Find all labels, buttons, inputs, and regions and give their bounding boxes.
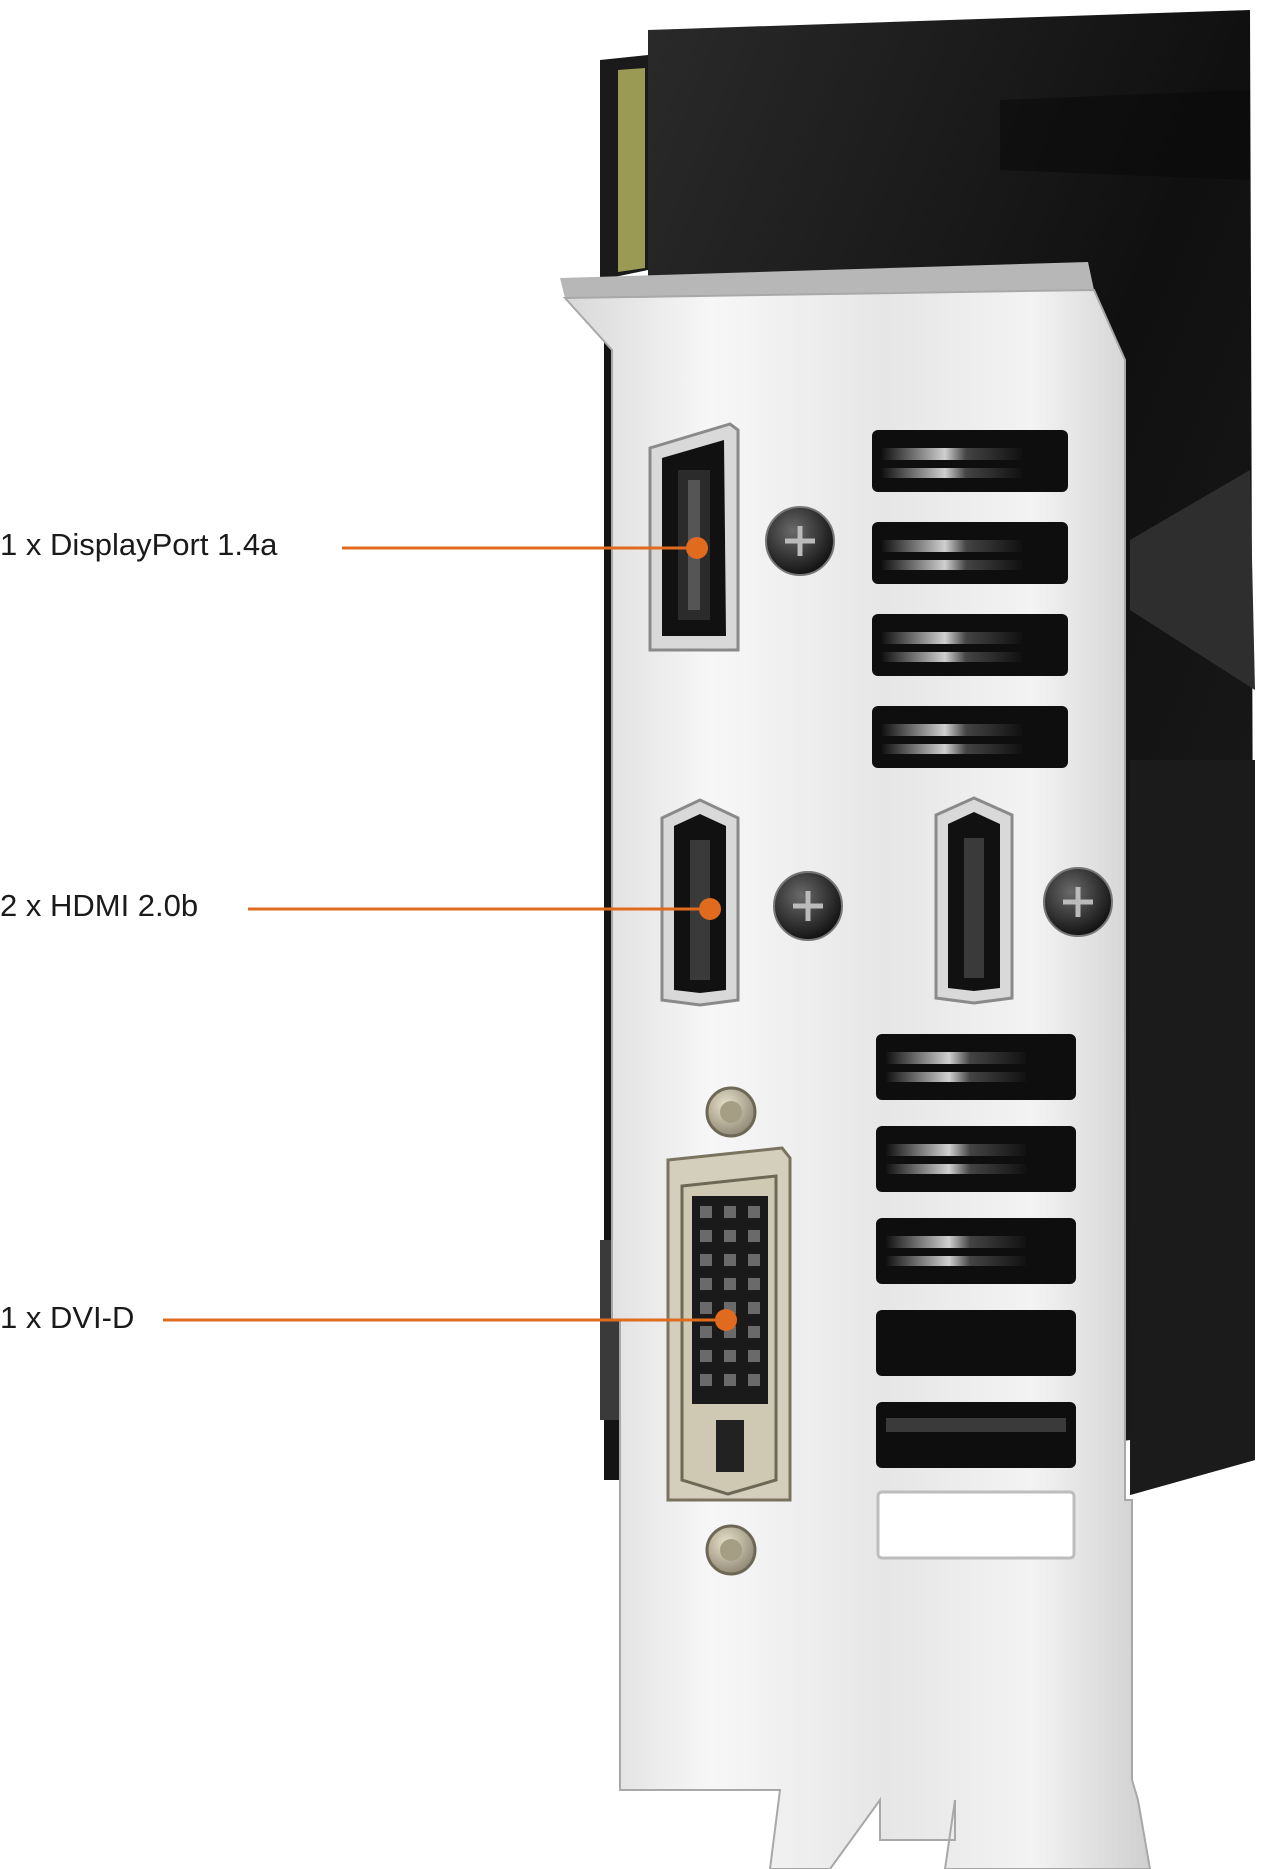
dvi-pins [700, 1206, 760, 1386]
callout-hdmi: 2 x HDMI 2.0b [0, 888, 199, 923]
hdmi-port-2 [934, 796, 1014, 1005]
screws [765, 506, 1113, 941]
displayport-port [648, 422, 740, 652]
bracket-lip [560, 262, 1094, 298]
callout-displayport: 1 x DisplayPort 1.4a [0, 527, 278, 562]
vent-slots-upper [872, 430, 1068, 768]
hdmi-port [660, 798, 740, 1007]
callout-dvi: 1 x DVI-D [0, 1300, 135, 1335]
callout-leaders [163, 537, 737, 1331]
vent-slots-lower [876, 1034, 1076, 1560]
